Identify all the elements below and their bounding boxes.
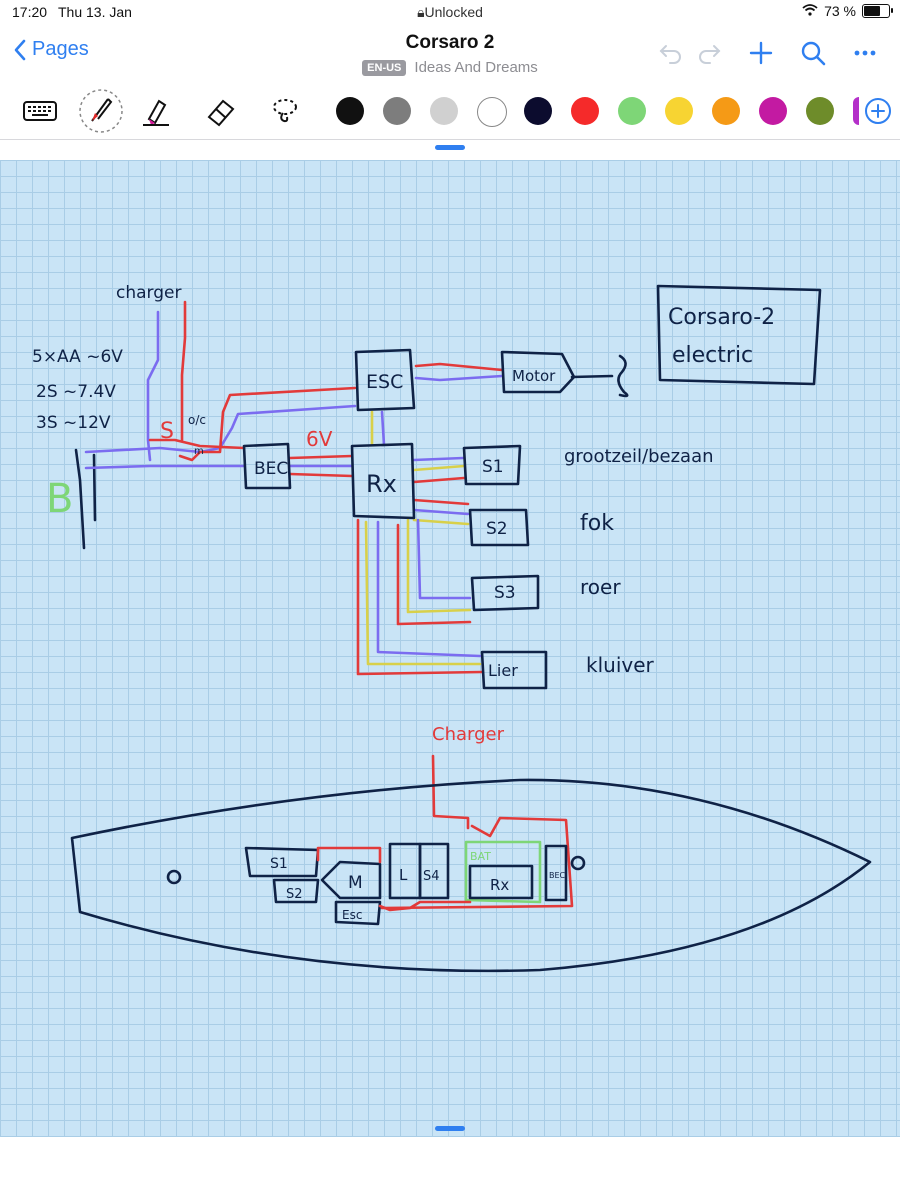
on-mark: m [194,446,204,457]
status-date: Thu 13. Jan [58,4,132,20]
highlighter-icon [143,99,169,126]
s2-function: fok [580,511,614,536]
color-swatch[interactable] [524,97,552,125]
color-swatch[interactable] [806,97,834,125]
charger-bottom-label: Charger [432,724,505,745]
hull-s2-label: S2 [286,887,303,902]
search-button[interactable] [798,38,828,68]
battery-option-1: 5×AA ~6V [32,347,123,367]
highlighter-tool[interactable] [132,88,178,134]
drawing-toolbar [0,88,900,134]
battery-letter: B [46,476,73,522]
lier-label: Lier [488,661,518,680]
bec-label: BEC [254,459,288,479]
document-title-block[interactable]: Corsaro 2 EN-US Ideas And Dreams [0,32,900,76]
status-time: 17:20 [12,4,48,20]
battery-fill [864,6,881,16]
handwritten-drawing: charger 5×AA ~6V 2S ~7.4V 3S ~12V S o/c … [32,283,872,973]
search-icon [801,41,826,66]
hull-rx-label: Rx [490,876,509,894]
plus-circle-icon [865,98,891,124]
status-bar: 17:20 Thu 13. Jan 🔒︎Unlocked 73 % [0,0,900,24]
lier-function: kluiver [586,653,655,677]
lasso-icon [273,99,297,123]
color-swatch[interactable] [336,97,364,125]
rx-label: Rx [366,470,397,498]
battery-percent: 73 % [824,3,856,19]
esc-label: ESC [366,371,403,393]
lock-icon: 🔒︎ [417,4,425,20]
hull-m-label: M [348,873,363,893]
add-button[interactable] [746,38,776,68]
hull-l-label: L [399,866,408,884]
s3-label: S3 [494,583,516,603]
add-color-button[interactable] [855,88,900,134]
battery-option-2: 2S ~7.4V [36,382,116,402]
color-swatch[interactable] [383,97,411,125]
s1-function: grootzeil/bezaan [564,446,714,467]
motor-label: Motor [512,367,556,385]
color-swatch[interactable] [430,97,458,125]
charger-top-label: charger [116,283,181,303]
nav-bar: Pages Corsaro 2 EN-US Ideas And Dreams [0,28,900,80]
color-swatch[interactable] [571,97,599,125]
undo-icon [659,45,681,64]
color-swatch[interactable] [618,97,646,125]
back-button[interactable]: Pages [14,38,89,61]
eraser-tool[interactable] [198,88,244,134]
plus-icon [749,41,773,65]
hull-s4-label: S4 [423,869,440,884]
color-swatch[interactable] [665,97,693,125]
on-off-label: o/c [188,413,206,427]
toolbar-divider [0,139,900,140]
pen-icon [79,89,123,133]
pen-tool[interactable] [78,88,124,134]
top-page-handle[interactable] [435,145,465,150]
hull-bat-label: BAT [470,850,491,863]
status-lock-text: Unlocked [424,4,483,20]
ellipsis-icon [854,50,876,56]
redo-icon [699,45,721,64]
switch-label: S [160,419,174,444]
eraser-icon [207,99,235,127]
hull-esc-label: Esc [342,908,362,922]
page-title: Corsaro 2 [405,32,495,53]
more-button[interactable] [850,38,880,68]
color-swatch[interactable] [712,97,740,125]
status-lock: 🔒︎Unlocked [0,4,900,21]
battery-option-3: 3S ~12V [36,413,111,433]
undo-button[interactable] [656,38,686,68]
notebook-name: Ideas And Dreams [414,59,538,76]
keyboard-icon [23,101,57,121]
bottom-page-handle[interactable] [435,1126,465,1131]
color-swatch[interactable] [759,97,787,125]
hull-s1-label: S1 [270,856,288,872]
s2-label: S2 [486,519,508,539]
lasso-tool[interactable] [262,88,308,134]
s3-function: roer [580,575,621,599]
s1-label: S1 [482,457,504,477]
color-swatch[interactable] [477,97,507,127]
chevron-left-icon [14,39,26,60]
battery-icon [862,4,893,18]
keyboard-tool[interactable] [17,88,63,134]
color-swatch[interactable] [853,97,859,125]
voltage-label: 6V [306,427,333,451]
note-canvas[interactable]: charger 5×AA ~6V 2S ~7.4V 3S ~12V S o/c … [0,160,900,1137]
back-label: Pages [32,38,89,60]
hull-bec-label: BEC [549,871,566,880]
language-badge[interactable]: EN-US [362,59,407,76]
redo-button[interactable] [694,38,724,68]
wifi-icon [802,3,818,19]
